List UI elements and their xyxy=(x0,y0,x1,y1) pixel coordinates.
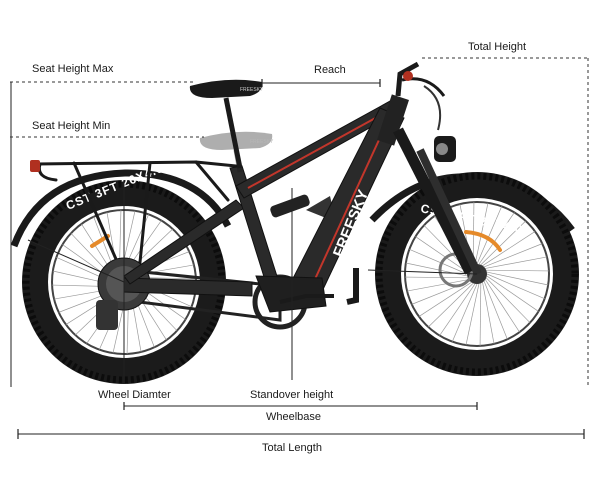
wheel-spoke xyxy=(486,271,549,286)
wheel-spoke xyxy=(485,279,520,333)
pedal-arm xyxy=(279,294,334,304)
wheel-spoke xyxy=(418,282,472,317)
rear-fender xyxy=(10,169,232,248)
saddle-min: FREESKY xyxy=(199,131,274,173)
wheel-spoke xyxy=(405,262,468,277)
seat-height-max-label: Seat Height Max xyxy=(32,63,114,75)
wheel-spoke xyxy=(405,276,468,279)
wheel-spoke xyxy=(482,282,495,345)
reach-label: Reach xyxy=(314,64,346,76)
wheel-spoke xyxy=(439,283,476,336)
display-unit xyxy=(403,71,413,81)
total-length-label: Total Length xyxy=(262,442,322,454)
wheel-spoke xyxy=(483,243,543,268)
motor-housing xyxy=(255,275,327,313)
standover-height-label: Standover height xyxy=(250,389,333,401)
derailleur xyxy=(96,300,118,330)
wheel-spoke xyxy=(486,273,545,300)
wheel-spoke xyxy=(428,282,474,328)
wheel-spoke xyxy=(409,248,468,275)
wheel-diameter-label: Wheel Diamter xyxy=(98,389,171,401)
wheel-spoke xyxy=(483,280,508,340)
wheel-spoke xyxy=(476,206,503,265)
wheel-spoke xyxy=(479,283,482,346)
wheel-spoke xyxy=(415,236,468,273)
bike-frame: FREESKY xyxy=(123,94,409,313)
rear-rack xyxy=(30,160,238,284)
svg-text:FREESKY: FREESKY xyxy=(250,139,274,145)
front-reflector xyxy=(464,230,502,252)
wheel-spoke xyxy=(485,277,531,323)
wheel-spoke xyxy=(451,283,478,342)
seat-height-min-label: Seat Height Min xyxy=(32,120,110,132)
dimension-annotations: Seat Height Max Seat Height Min Reach To… xyxy=(10,41,590,454)
wheel-spoke xyxy=(486,275,539,312)
wheel-spoke xyxy=(482,231,536,266)
wheel-spoke xyxy=(480,220,526,266)
front-fork xyxy=(393,127,482,276)
mudflap xyxy=(346,268,359,305)
saddle-max: FREESKY xyxy=(189,79,264,169)
svg-text:FREESKY: FREESKY xyxy=(240,87,264,93)
wheel-spoke xyxy=(465,283,480,346)
headlight xyxy=(434,136,456,162)
wheel-spoke xyxy=(406,279,469,292)
rear-light xyxy=(30,160,40,172)
wheelbase-label: Wheelbase xyxy=(266,411,321,423)
wheel-spoke xyxy=(486,269,549,272)
wheel-spoke xyxy=(478,212,515,265)
rear-shock xyxy=(270,194,310,218)
wheel-spoke xyxy=(485,256,548,269)
handlebar xyxy=(395,61,446,131)
total-height-label: Total Height xyxy=(468,41,526,53)
e-bike-illustration: CST 3FT 26X4.0 CST 3FT 26X4.0 xyxy=(10,61,579,384)
